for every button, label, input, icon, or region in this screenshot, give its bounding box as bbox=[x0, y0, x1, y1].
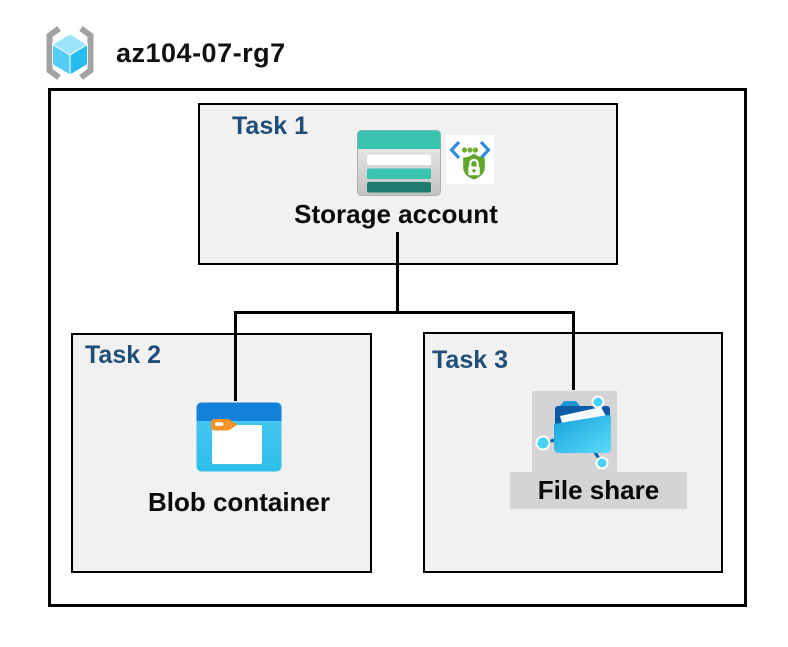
resource-group-name: az104-07-rg7 bbox=[116, 37, 286, 68]
secure-endpoint-icon bbox=[446, 135, 494, 184]
code-dot bbox=[472, 147, 479, 153]
connector-to-file-share bbox=[572, 311, 575, 390]
share-node bbox=[535, 435, 551, 451]
resource-group-header: az104-07-rg7 bbox=[38, 22, 286, 84]
folder-paper bbox=[560, 407, 606, 423]
connector-storage-stem bbox=[396, 232, 399, 313]
blob-container-caption: Blob container bbox=[147, 487, 330, 517]
rg-bracket-right bbox=[79, 26, 94, 80]
file-share-caption: File share bbox=[537, 475, 660, 505]
share-node bbox=[591, 395, 605, 409]
folder-front bbox=[554, 414, 611, 453]
file-share-label-band: File share bbox=[510, 472, 687, 509]
code-dot bbox=[467, 147, 473, 153]
resource-group-icon bbox=[46, 26, 94, 80]
rg-bracket-left bbox=[46, 26, 61, 80]
code-bracket-right bbox=[479, 140, 491, 160]
storage-stripe-dark-teal bbox=[367, 182, 431, 193]
storage-stripe-teal bbox=[367, 168, 431, 179]
rg-cube-right-face bbox=[69, 43, 88, 76]
connector-branch-horizontal bbox=[234, 311, 575, 314]
storage-account-caption: Storage account bbox=[294, 199, 498, 229]
file-share-icon bbox=[532, 391, 617, 472]
storage-stripe-white bbox=[367, 154, 431, 165]
lock-keyhole bbox=[472, 169, 476, 173]
code-bracket-left bbox=[449, 140, 461, 160]
blob-folder-tab-slot bbox=[215, 422, 224, 426]
share-node bbox=[595, 456, 609, 470]
lock-shackle bbox=[469, 158, 479, 167]
blob-container-icon bbox=[196, 402, 282, 472]
task1-box: Task 1 bbox=[198, 103, 618, 265]
task1-label: Task 1 bbox=[232, 112, 308, 140]
task2-box: Task 2 Blob container bbox=[71, 333, 372, 573]
blob-folder-tab bbox=[211, 419, 238, 431]
folder-back-tab bbox=[559, 401, 581, 407]
code-dot bbox=[461, 147, 468, 153]
storage-header-bar bbox=[357, 130, 441, 149]
task3-label: Task 3 bbox=[432, 346, 508, 374]
task3-box: Task 3 bbox=[423, 332, 723, 573]
blob-folder bbox=[212, 425, 262, 464]
connector-to-blob-container bbox=[234, 311, 237, 401]
blob-window-titlebar bbox=[196, 402, 282, 421]
task2-label: Task 2 bbox=[85, 341, 161, 369]
storage-account-icon bbox=[357, 130, 441, 196]
